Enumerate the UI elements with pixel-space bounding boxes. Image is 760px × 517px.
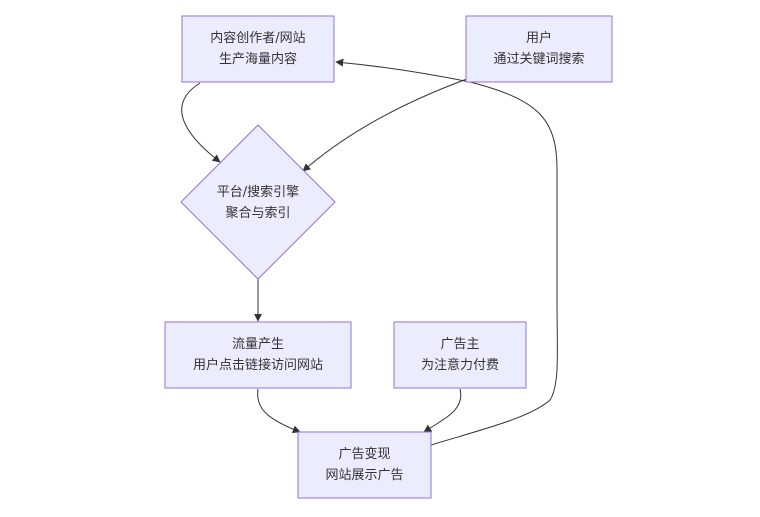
- node-user[interactable]: [465, 15, 613, 83]
- edge-traffic-to-monetize: [257, 388, 301, 434]
- edge-creator-to-platform: [181, 82, 221, 163]
- node-advertiser[interactable]: [393, 321, 527, 389]
- node-creator[interactable]: [181, 15, 335, 83]
- edge-advertiser-to-monetize: [423, 388, 462, 433]
- edge-user-to-platform: [302, 78, 468, 172]
- node-traffic[interactable]: [164, 321, 352, 389]
- node-monetize[interactable]: [297, 431, 432, 499]
- node-platform[interactable]: [180, 124, 336, 280]
- edge-monetize-to-creator: [335, 58, 558, 446]
